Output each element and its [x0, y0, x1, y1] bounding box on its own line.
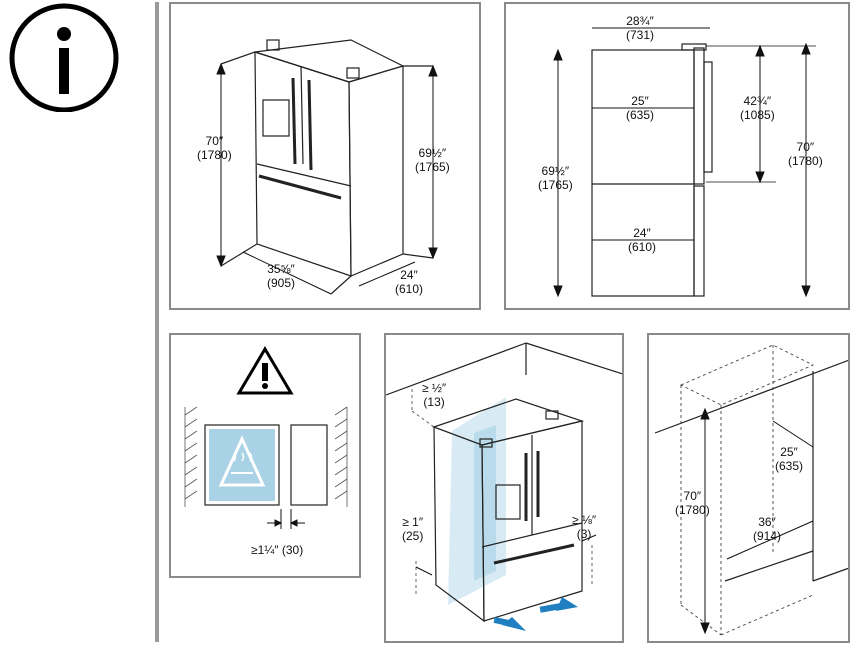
niche-height-label: 70″(1780) [675, 489, 710, 517]
upper-depth-label: 25″(635) [626, 94, 655, 122]
left-clearance-label: ≥ 1″(25) [402, 515, 424, 543]
top-clearance-label: ≥ ½″(13) [422, 381, 447, 409]
total-height-label: 70″(1780) [788, 140, 823, 168]
side-view-panel: 28¾″(731) 25″(635) 24″(610) 69½″(1765) 4… [504, 2, 850, 310]
depth-label: 24″(610) [395, 268, 424, 296]
niche-width-label: 36″(914) [753, 515, 782, 543]
top-depth-label: 28¾″(731) [626, 14, 655, 42]
fridge-3d-drawing [216, 39, 438, 295]
niche-panel: 70″(1780) 25″(635) 36″(914) [647, 333, 850, 643]
warning-triangle-icon [236, 346, 294, 395]
heat-source-panel: ≥1¼″ (30) [169, 333, 361, 578]
overall-dimensions-panel: 70″(1780) 69½″(1765) 35⅝″(905) 24″(610) [169, 2, 481, 310]
case-height-label: 69½″(1765) [415, 146, 450, 174]
separator-bar [155, 2, 159, 642]
info-icon [4, 2, 124, 113]
side-view-drawing [553, 27, 816, 298]
right-clearance-label: ≥ ⅛″(3) [572, 513, 597, 541]
clearance-panel: ≥ ½″(13) ≥ 1″(25) ≥ ⅛″(3) [384, 333, 624, 643]
width-label: 35⅝″(905) [267, 262, 296, 290]
gap-label: ≥1¼″ (30) [251, 543, 304, 557]
niche-depth-label: 25″(635) [775, 445, 804, 473]
hot-surface-icon [218, 435, 266, 487]
height-label: 70″(1780) [197, 134, 232, 162]
case-height-label: 69½″(1765) [538, 164, 573, 192]
lower-depth-label: 24″(610) [628, 226, 657, 254]
door-height-label: 42¾″(1085) [740, 94, 775, 122]
